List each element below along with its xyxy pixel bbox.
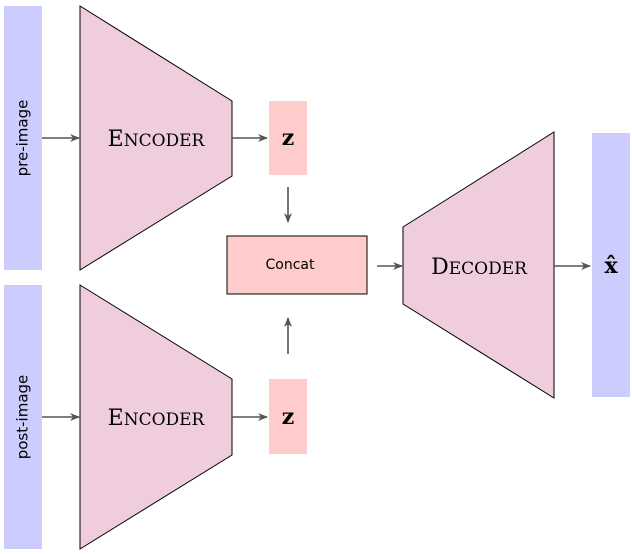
encoder-top: [79, 5, 233, 271]
latent-top-box: [269, 101, 307, 175]
latent-bottom-box: [269, 379, 307, 454]
pre-image-label: pre-image: [14, 100, 32, 177]
latent-bottom-label: z: [282, 404, 295, 430]
post-image-bar: [4, 285, 42, 549]
encoder-top-label: ENCODER: [108, 127, 206, 152]
decoder: [402, 131, 555, 399]
post-image-label: post-image: [14, 375, 32, 460]
output-label: x̂: [604, 253, 618, 279]
encoder-bottom-label: ENCODER: [108, 406, 206, 431]
pre-image-bar: [4, 6, 42, 270]
decoder-label: DECODER: [431, 255, 528, 280]
concat-box: [226, 235, 368, 295]
encoder-bottom: [79, 284, 233, 550]
concat-label: Concat: [266, 257, 315, 273]
output-bar: [592, 133, 630, 397]
latent-top-label: z: [282, 125, 295, 151]
